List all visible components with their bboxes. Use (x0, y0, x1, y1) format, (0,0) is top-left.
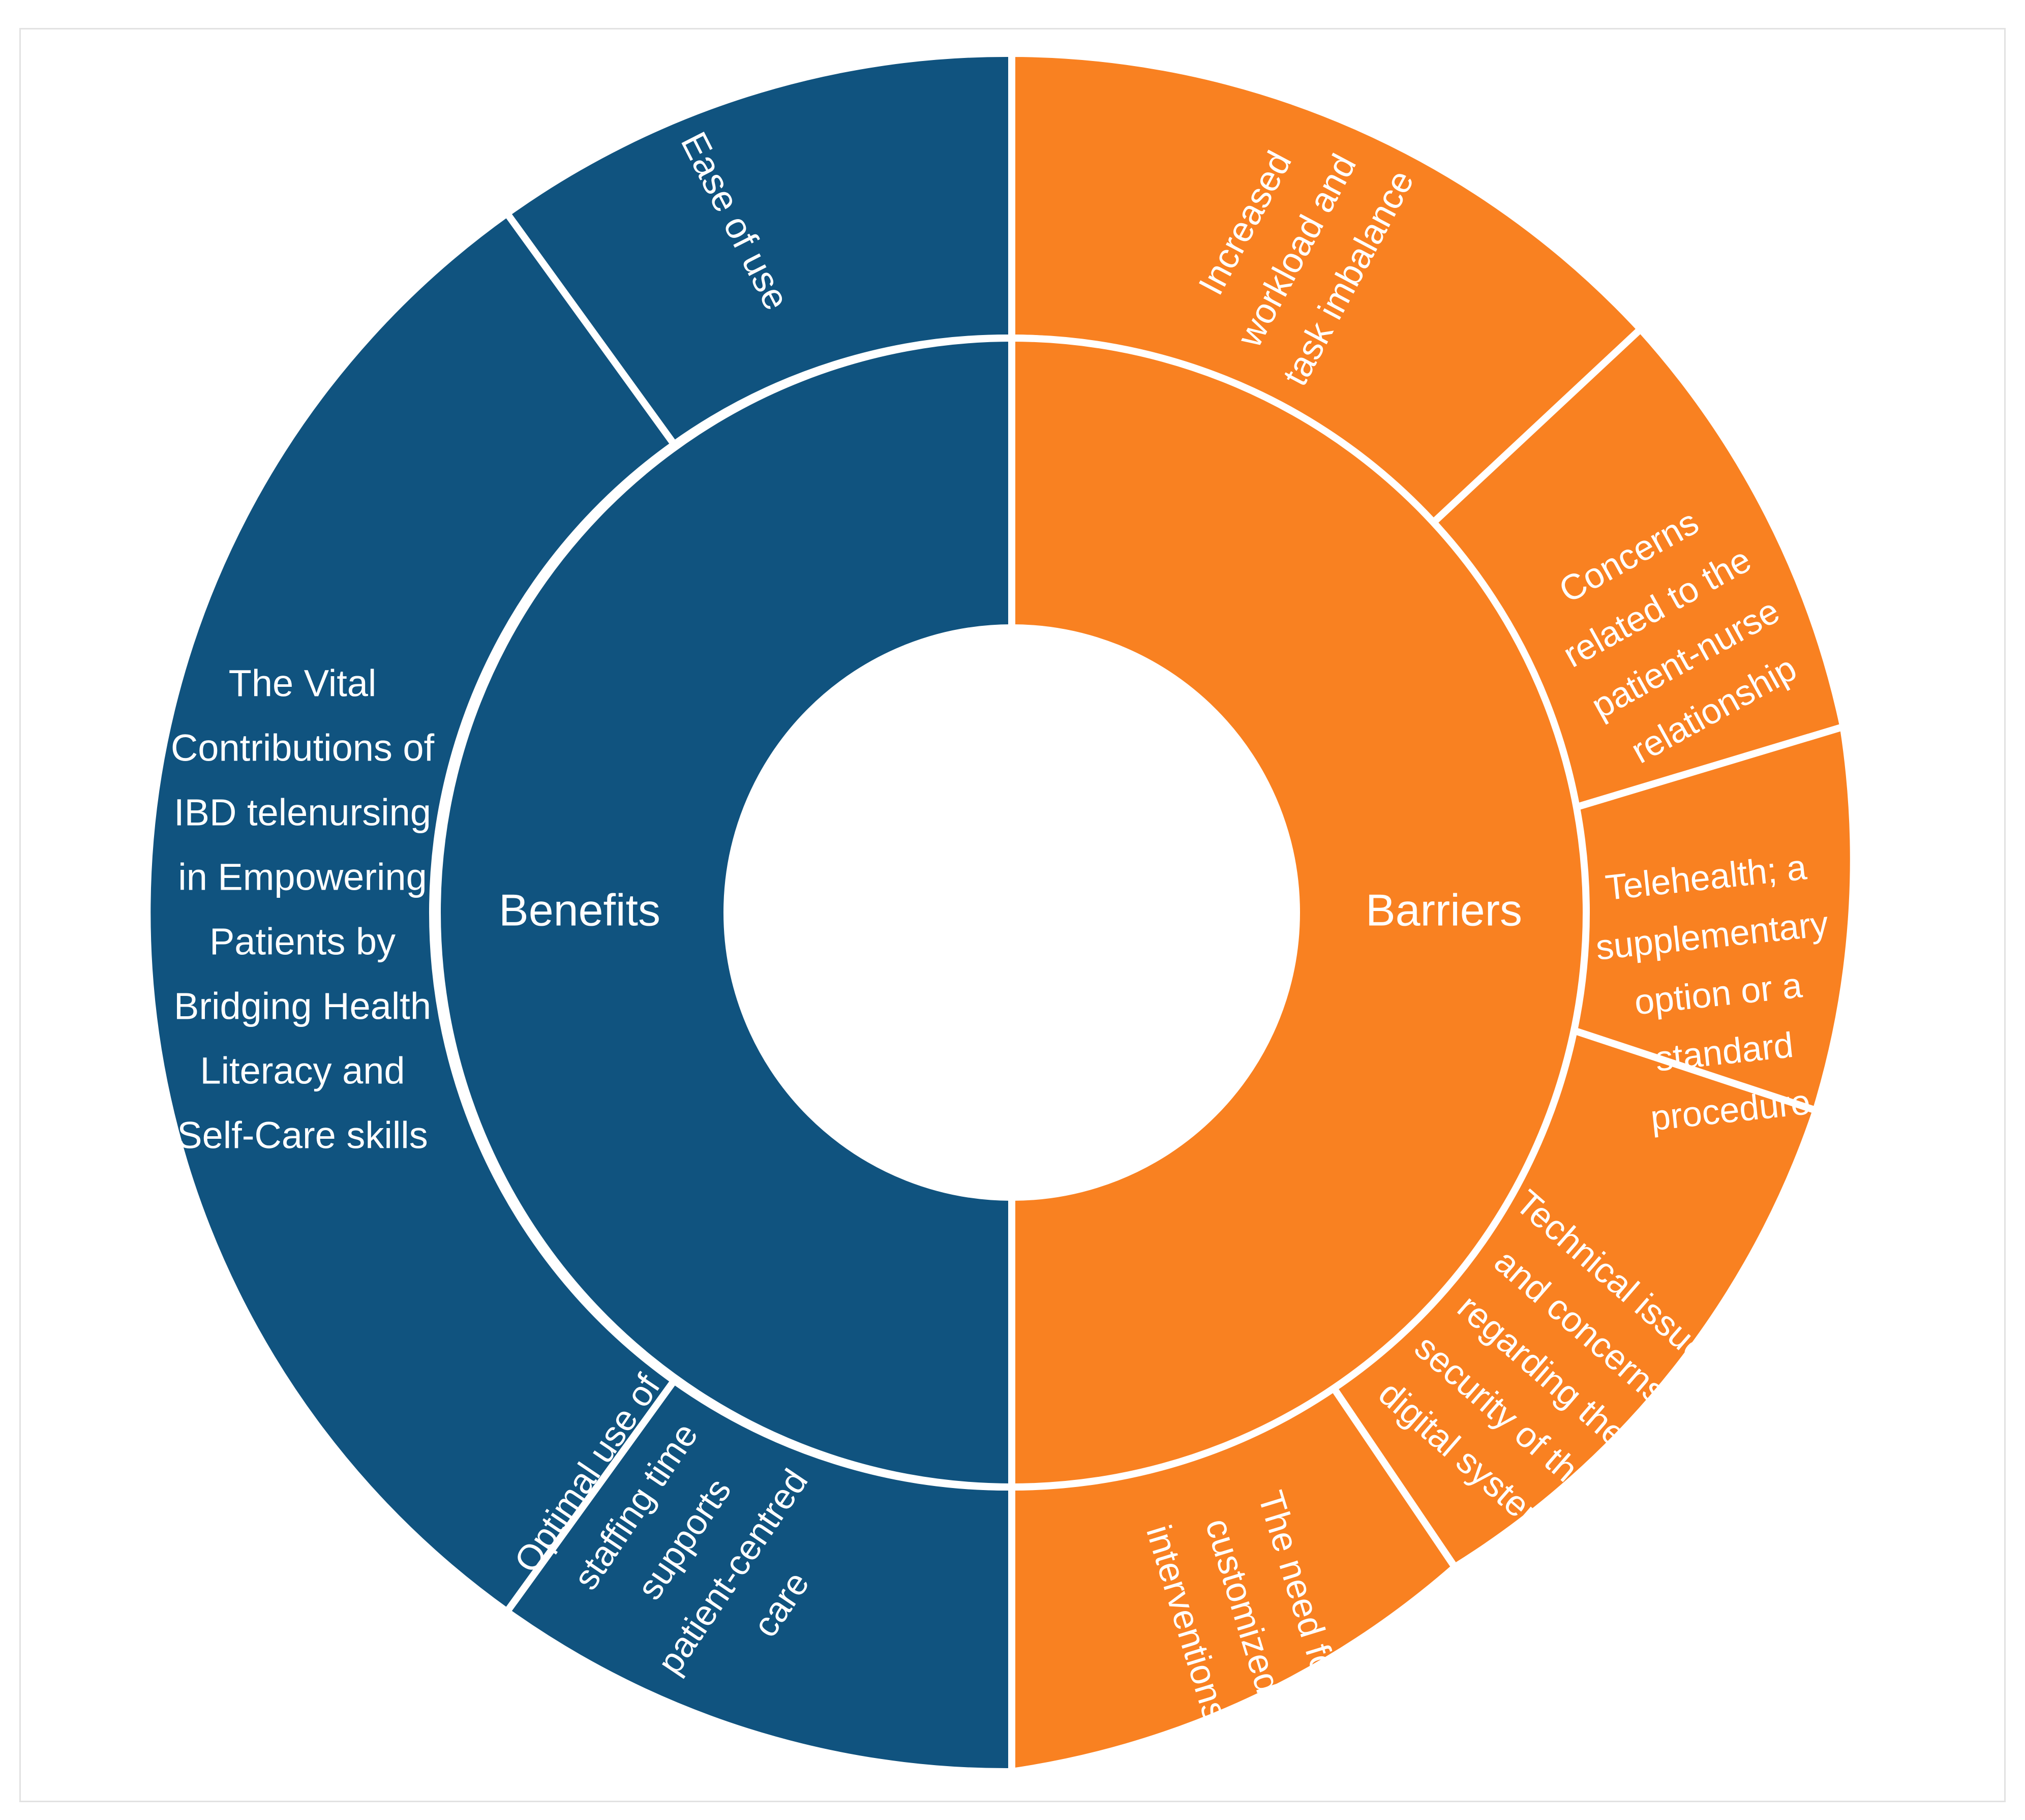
donut-center-hole (727, 628, 1296, 1197)
outer-ring-benefits (143, 49, 1015, 1776)
svg-text:in Empowering: in Empowering (178, 856, 427, 898)
svg-text:Literacy and: Literacy and (200, 1050, 405, 1092)
svg-text:Patients by: Patients by (209, 921, 396, 963)
outer-segment-vital-contributions[interactable] (143, 208, 679, 1617)
svg-text:IBD telenursing: IBD telenursing (174, 792, 431, 834)
svg-text:Self-Care skills: Self-Care skills (177, 1114, 428, 1157)
svg-text:The Vital: The Vital (229, 662, 377, 705)
inner-ring (434, 334, 1590, 1491)
inner-label-benefits: Benefits (499, 885, 660, 935)
svg-text:Contributions of: Contributions of (171, 727, 435, 769)
svg-text:Bridging Health: Bridging Health (174, 985, 431, 1027)
inner-label-barriers: Barriers (1366, 885, 1522, 935)
outer-label-vital-contributions: The Vital Contributions of IBD telenursi… (171, 662, 435, 1157)
